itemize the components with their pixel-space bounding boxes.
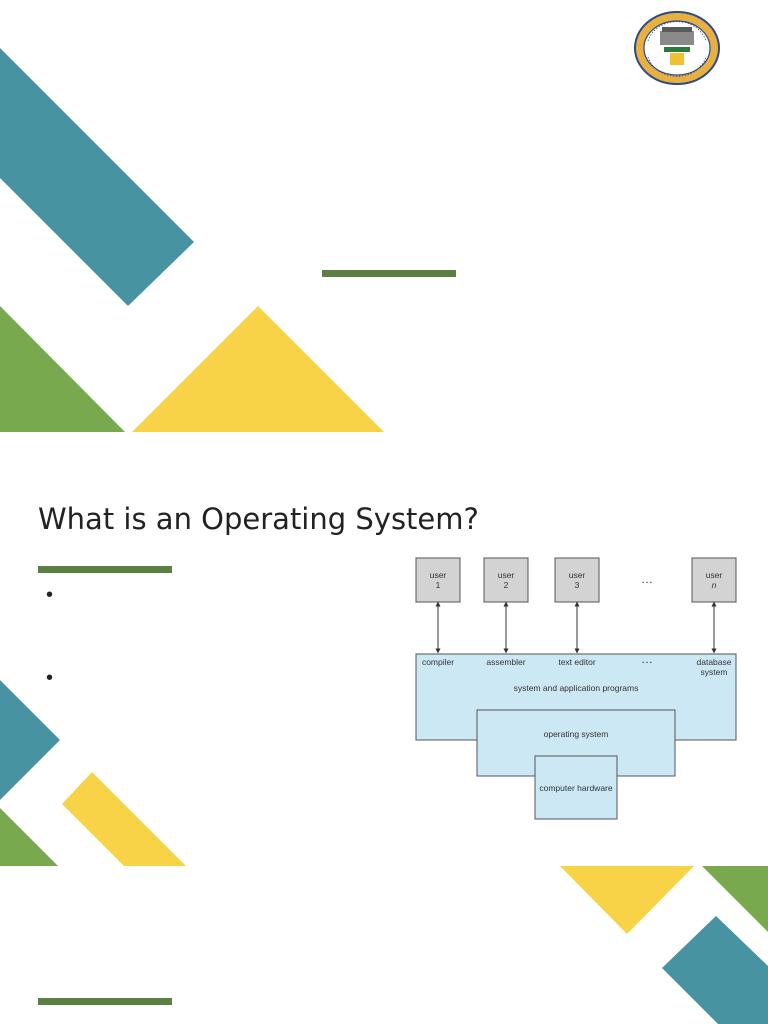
green-divider-title [38, 566, 172, 573]
text-editor-label: text editor [558, 657, 596, 667]
yellow-band-left [62, 772, 186, 866]
teal-triangle-left [0, 680, 60, 800]
teal-diagonal-band-top [0, 48, 194, 306]
college-seal-icon [634, 11, 720, 85]
green-triangle-left [0, 306, 125, 432]
programs-ellipsis: … [641, 652, 653, 666]
yellow-triangle-bottom-right [560, 866, 694, 934]
green-triangle-left-bottom [0, 808, 58, 866]
green-divider-bottom [38, 998, 172, 1005]
bullet-marker-2: • [46, 667, 54, 689]
green-triangle-bottom-right [702, 866, 768, 932]
hardware-layer [534, 755, 618, 820]
user-box-n [691, 557, 737, 603]
compiler-label: compiler [421, 657, 455, 667]
users-ellipsis: … [641, 572, 653, 586]
slide-title: What is an Operating System? [38, 502, 479, 536]
diagram-shapes [415, 557, 737, 820]
yellow-triangle-top [132, 306, 384, 432]
hardware-layer-label: computer hardware [539, 783, 613, 793]
bullet-marker-1: • [46, 584, 54, 606]
teal-band-bottom-right [662, 916, 768, 1024]
os-layer-label: operating system [543, 729, 609, 739]
programs-layer-label: system and application programs [513, 683, 639, 693]
user-box-2 [483, 557, 529, 603]
green-divider-top [322, 270, 456, 277]
assembler-label: assembler [486, 657, 526, 667]
